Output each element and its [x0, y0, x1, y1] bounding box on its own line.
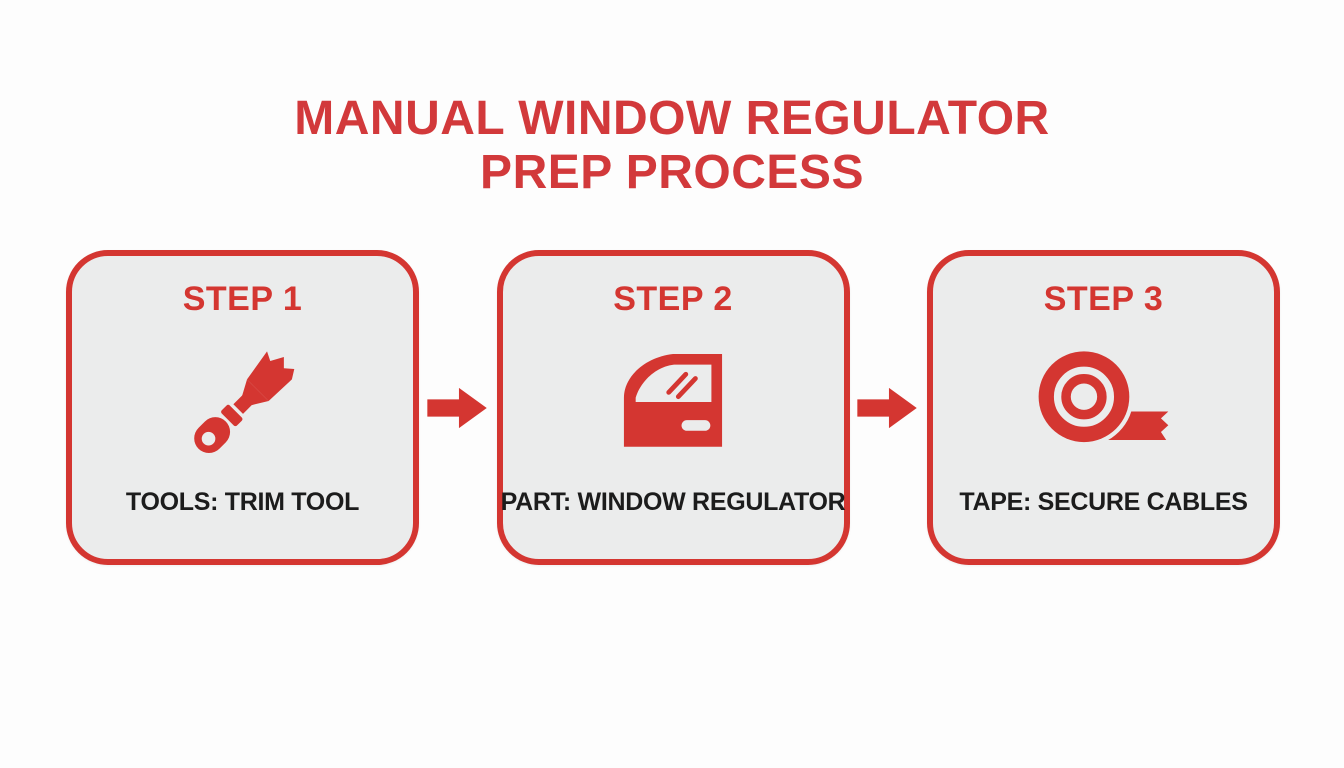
step-2-caption: PART: WINDOW REGULATOR [500, 488, 846, 516]
step-1-heading: STEP 1 [182, 280, 303, 318]
process-row: STEP 1 [66, 250, 1280, 565]
trim-tool-icon [175, 319, 311, 488]
step-3-box: STEP 3 TAPE: SECURE CABLES [927, 250, 1280, 565]
step-3-caption: TAPE: SECURE CABLES [959, 488, 1248, 516]
tape-roll-icon [1029, 319, 1179, 488]
step-3-heading: STEP 3 [1043, 280, 1164, 318]
arrow-right-icon [850, 250, 928, 565]
step-2-heading: STEP 2 [613, 280, 733, 318]
page-title: MANUAL WINDOW REGULATOR PREP PROCESS [294, 92, 1050, 199]
step-1-box: STEP 1 [66, 250, 419, 565]
step-2-box: STEP 2 PART: WINDOW REGULATOR [496, 250, 850, 565]
step-1-caption: TOOLS: TRIM TOOL [125, 488, 360, 516]
arrow-right-icon [419, 250, 497, 565]
car-door-icon [609, 319, 737, 488]
